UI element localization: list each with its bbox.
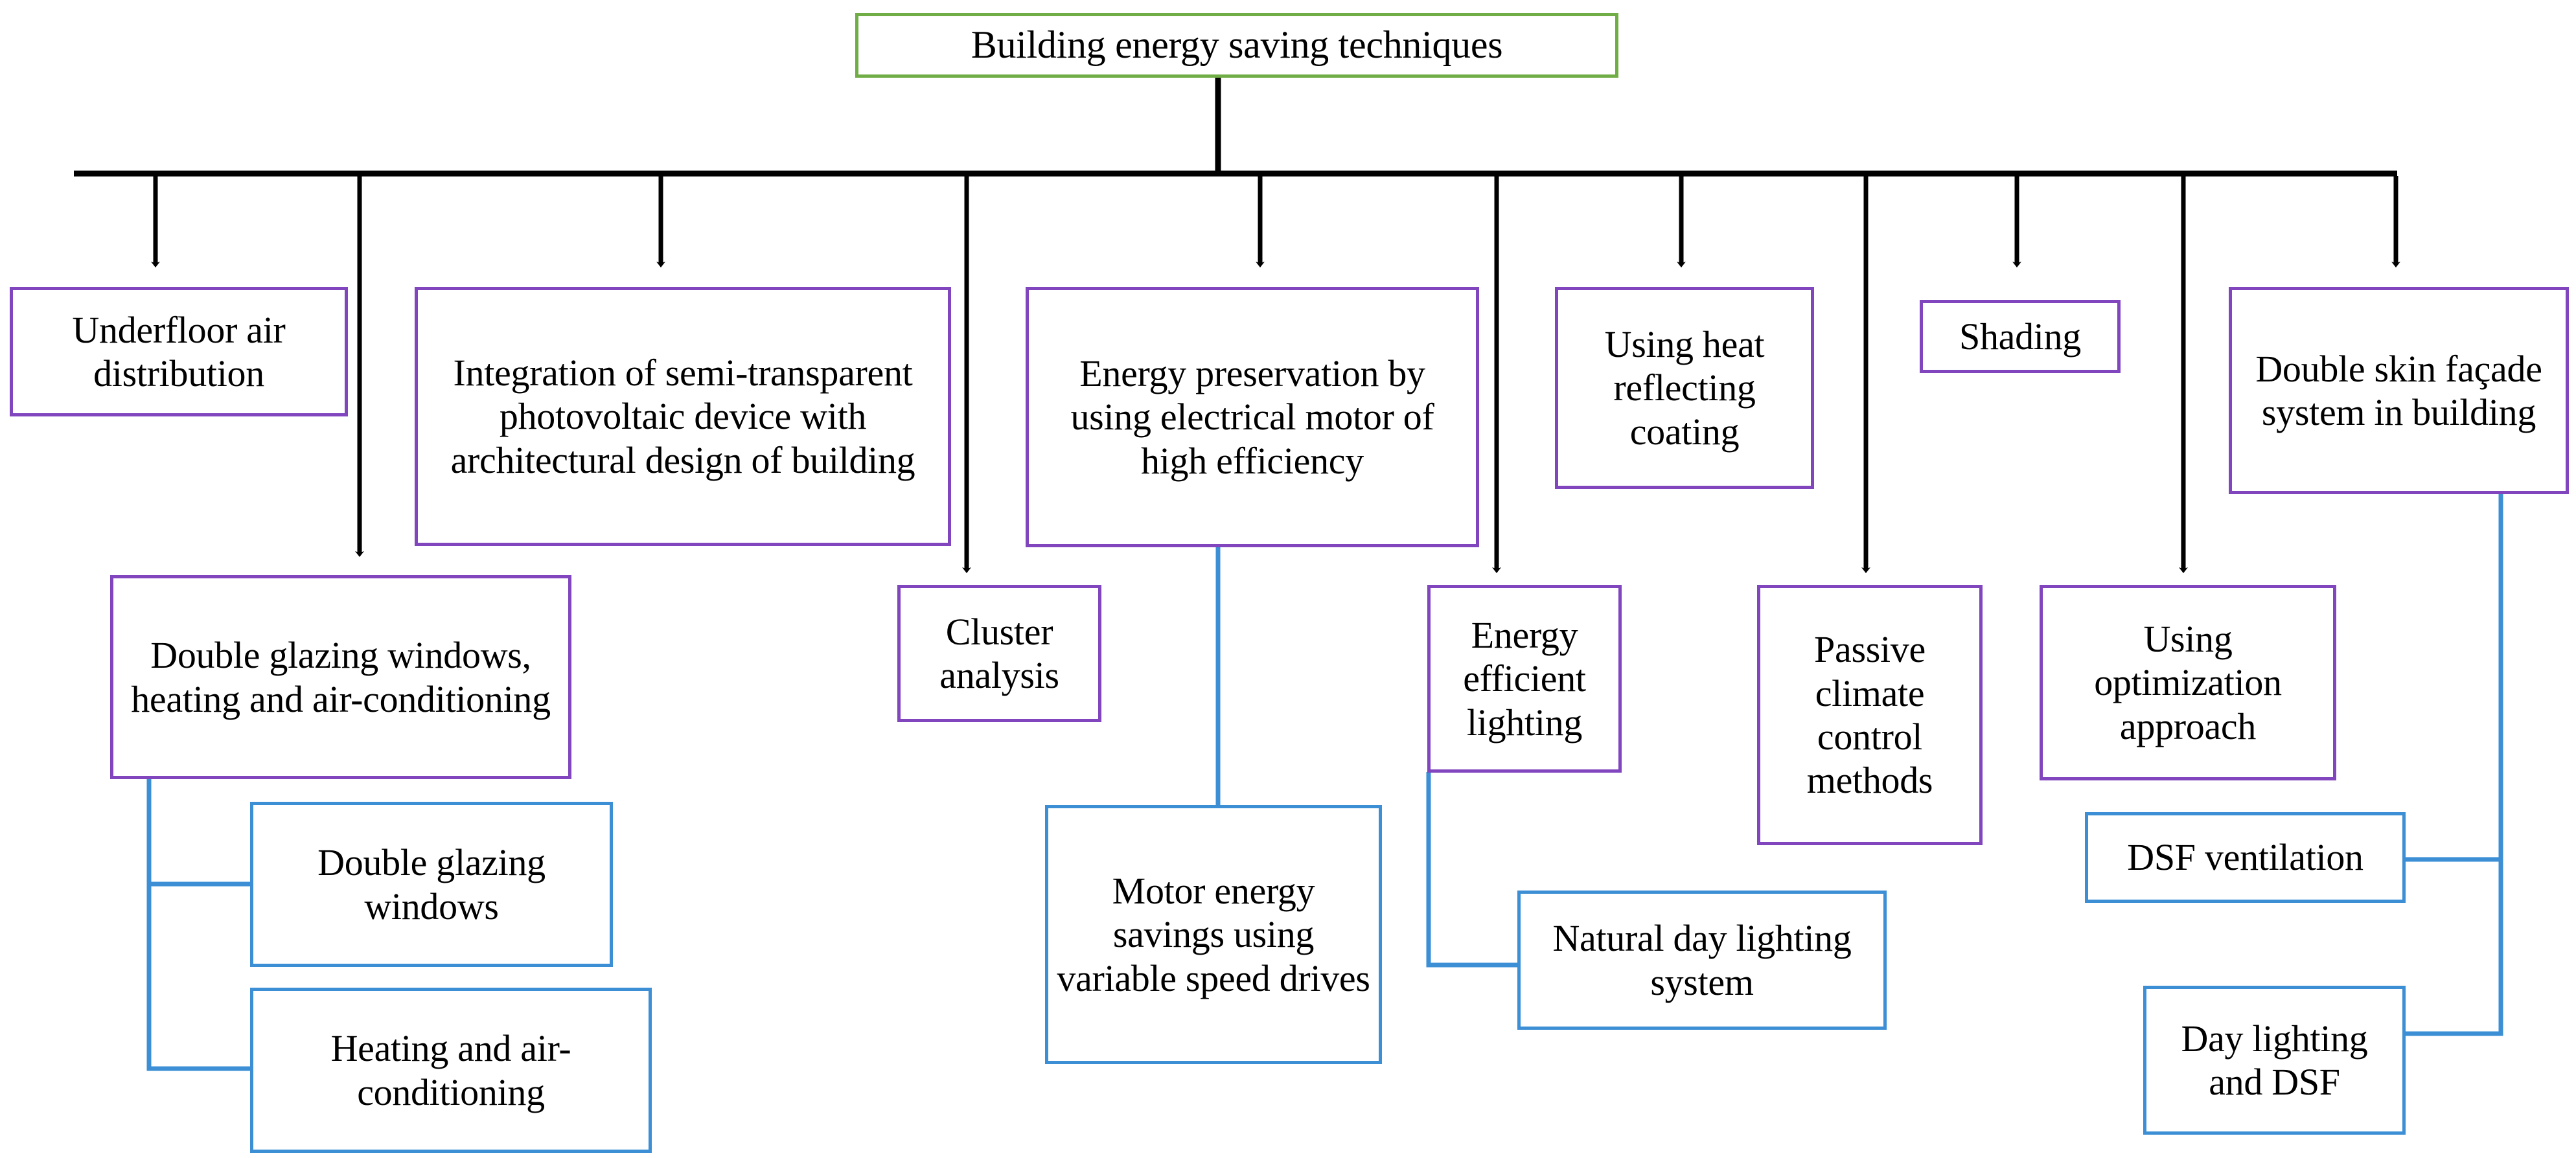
node-label: Double glazing windows, heating and air-… [131, 634, 551, 720]
node-label: Natural day lighting system [1552, 917, 1852, 1003]
node-label: Heating and air-conditioning [330, 1027, 571, 1113]
node-energy-preservation-electrical-motor[interactable]: Energy preservation by using electrical … [1026, 287, 1479, 547]
node-double-glazing-windows[interactable]: Double glazing windows [250, 802, 613, 967]
node-using-optimization-approach[interactable]: Using optimization approach [2040, 585, 2336, 780]
node-cluster-analysis[interactable]: Cluster analysis [897, 585, 1101, 722]
node-underfloor-air-distribution[interactable]: Underfloor air distribution [10, 287, 348, 416]
node-label: Shading [1959, 315, 2081, 358]
node-label: Day lighting and DSF [2181, 1017, 2368, 1103]
node-label: Double glazing windows [317, 841, 546, 927]
node-label: Underfloor air distribution [72, 308, 286, 394]
root-node[interactable]: Building energy saving techniques [855, 13, 1618, 78]
node-label: Double skin façade system in building [2255, 347, 2542, 433]
node-heat-reflecting-coating[interactable]: Using heat reflecting coating [1555, 287, 1814, 489]
node-label: Motor energy savings using variable spee… [1057, 870, 1370, 999]
node-label: Energy preservation by using electrical … [1070, 352, 1434, 482]
node-day-lighting-and-dsf[interactable]: Day lighting and DSF [2143, 986, 2406, 1135]
root-node-label: Building energy saving techniques [971, 23, 1503, 67]
node-passive-climate-control[interactable]: Passive climate control methods [1757, 585, 1983, 845]
node-shading[interactable]: Shading [1920, 300, 2121, 373]
node-integration-semitransparent-pv[interactable]: Integration of semi-transparent photovol… [415, 287, 951, 546]
node-heating-and-air-conditioning[interactable]: Heating and air-conditioning [250, 988, 652, 1153]
node-label: DSF ventilation [2127, 836, 2363, 879]
node-label: Energy efficient lighting [1463, 614, 1586, 744]
node-dsf-ventilation[interactable]: DSF ventilation [2085, 812, 2406, 903]
node-double-skin-facade-system[interactable]: Double skin façade system in building [2229, 287, 2569, 494]
node-label: Using heat reflecting coating [1604, 323, 1765, 453]
link-natural-day [1426, 772, 1519, 968]
node-double-glazing-heating-ac[interactable]: Double glazing windows, heating and air-… [110, 575, 571, 779]
link-dg-trunk [146, 779, 253, 1071]
node-label: Passive climate control methods [1806, 628, 1933, 802]
node-label: Using optimization approach [2094, 618, 2282, 747]
node-label: Integration of semi-transparent photovol… [450, 352, 915, 481]
node-label: Cluster analysis [939, 610, 1059, 696]
node-motor-energy-savings[interactable]: Motor energy savings using variable spee… [1045, 805, 1382, 1064]
link-day-dsf-trunk [2404, 492, 2503, 1036]
node-energy-efficient-lighting[interactable]: Energy efficient lighting [1427, 585, 1622, 773]
node-natural-day-lighting-system[interactable]: Natural day lighting system [1517, 891, 1887, 1030]
